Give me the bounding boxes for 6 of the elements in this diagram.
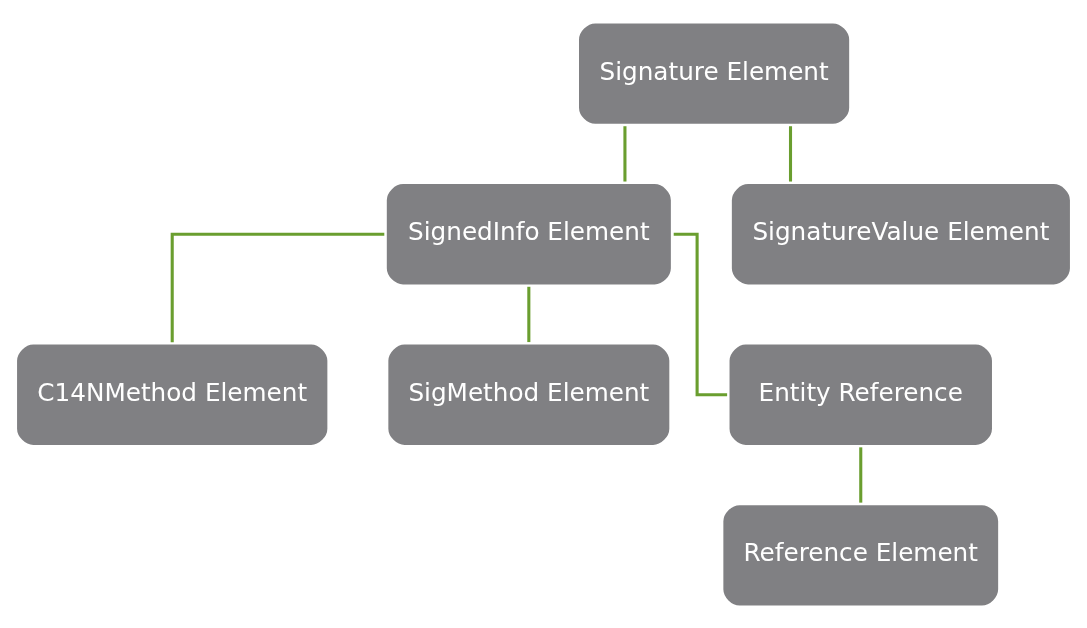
connector: [859, 446, 863, 503]
connector: [623, 125, 627, 182]
connector: [170, 232, 385, 342]
connector: [527, 286, 531, 342]
connector: [788, 125, 793, 182]
connector: [673, 232, 728, 396]
